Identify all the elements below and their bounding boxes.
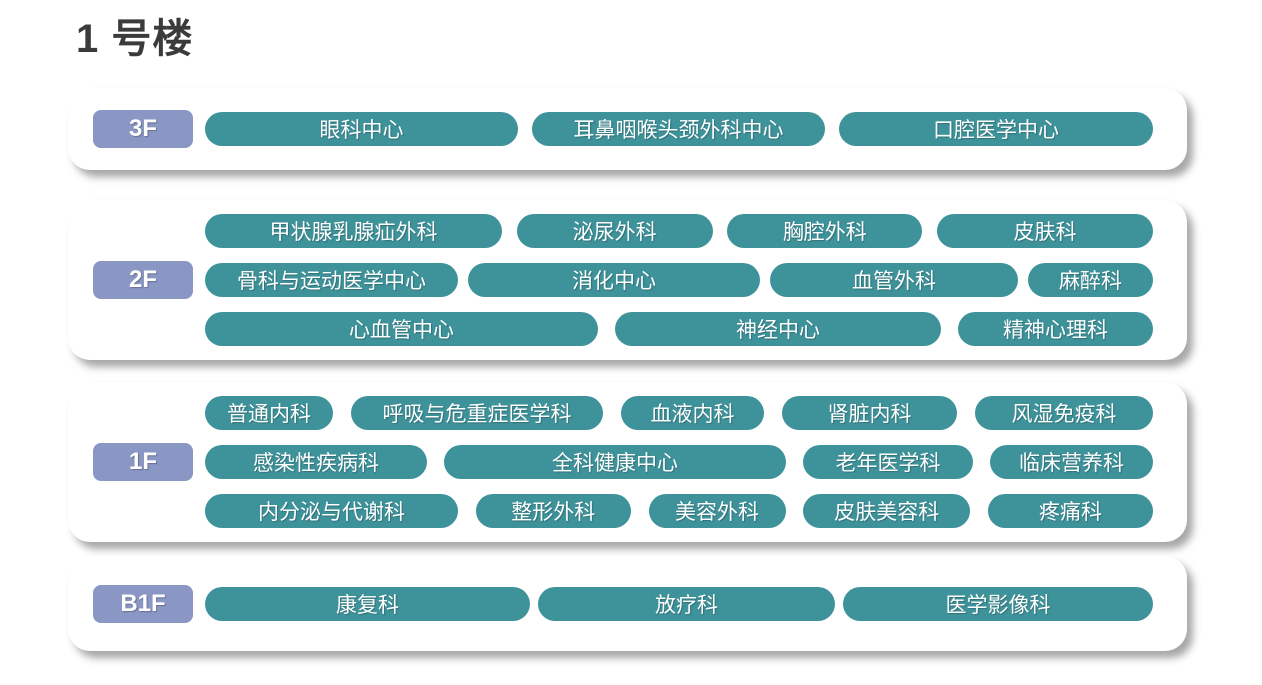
dept-pill[interactable]: 普通内科: [205, 396, 333, 430]
dept-row: 康复科 放疗科 医学影像科: [205, 586, 1153, 621]
dept-pill[interactable]: 美容外科: [648, 494, 786, 528]
dept-pill[interactable]: 感染性疾病科: [205, 445, 427, 479]
dept-rows-b1f: 康复科 放疗科 医学影像科: [205, 586, 1153, 621]
floor-badge-b1f: B1F: [93, 584, 193, 623]
dept-pill[interactable]: 血液内科: [621, 396, 764, 430]
dept-pill[interactable]: 麻醉科: [1028, 263, 1153, 297]
dept-row: 甲状腺乳腺疝外科 泌尿外科 胸腔外科 皮肤科: [205, 214, 1153, 248]
dept-pill[interactable]: 耳鼻咽喉头颈外科中心: [532, 112, 825, 146]
dept-pill[interactable]: 内分泌与代谢科: [205, 494, 458, 528]
dept-pill[interactable]: 胸腔外科: [727, 214, 923, 248]
floor-badge-1f: 1F: [93, 443, 193, 481]
dept-rows-3f: 眼科中心 耳鼻咽喉头颈外科中心 口腔医学中心: [205, 112, 1153, 146]
dept-pill[interactable]: 消化中心: [468, 263, 760, 297]
dept-pill[interactable]: 甲状腺乳腺疝外科: [205, 214, 502, 248]
dept-pill[interactable]: 呼吸与危重症医学科: [351, 396, 603, 430]
dept-pill[interactable]: 全科健康中心: [444, 445, 786, 479]
dept-row: 内分泌与代谢科 整形外科 美容外科 皮肤美容科 疼痛科: [205, 494, 1153, 528]
dept-pill[interactable]: 血管外科: [770, 263, 1018, 297]
floor-section-1f: 1F 普通内科 呼吸与危重症医学科 血液内科 肾脏内科 风湿免疫科 感染性疾病科…: [68, 382, 1187, 542]
dept-row: 眼科中心 耳鼻咽喉头颈外科中心 口腔医学中心: [205, 112, 1153, 146]
dept-pill[interactable]: 医学影像科: [843, 586, 1153, 621]
dept-pill[interactable]: 骨科与运动医学中心: [205, 263, 458, 297]
page-title: 1 号楼: [76, 17, 194, 61]
dept-pill[interactable]: 皮肤美容科: [803, 494, 971, 528]
dept-pill[interactable]: 心血管中心: [205, 312, 598, 346]
dept-row: 感染性疾病科 全科健康中心 老年医学科 临床营养科: [205, 445, 1153, 479]
dept-rows-1f: 普通内科 呼吸与危重症医学科 血液内科 肾脏内科 风湿免疫科 感染性疾病科 全科…: [205, 396, 1153, 528]
dept-pill[interactable]: 神经中心: [615, 312, 941, 346]
dept-pill[interactable]: 放疗科: [538, 586, 835, 621]
floor-section-2f: 2F 甲状腺乳腺疝外科 泌尿外科 胸腔外科 皮肤科 骨科与运动医学中心 消化中心…: [68, 200, 1187, 360]
dept-pill[interactable]: 康复科: [205, 586, 530, 621]
dept-pill[interactable]: 整形外科: [475, 494, 631, 528]
floor-badge-2f: 2F: [93, 261, 193, 299]
dept-rows-2f: 甲状腺乳腺疝外科 泌尿外科 胸腔外科 皮肤科 骨科与运动医学中心 消化中心 血管…: [205, 214, 1153, 346]
dept-pill[interactable]: 风湿免疫科: [975, 396, 1153, 430]
dept-row: 心血管中心 神经中心 精神心理科: [205, 312, 1153, 346]
dept-pill[interactable]: 老年医学科: [803, 445, 973, 479]
dept-row: 普通内科 呼吸与危重症医学科 血液内科 肾脏内科 风湿免疫科: [205, 396, 1153, 430]
floor-badge-3f: 3F: [93, 110, 193, 148]
dept-pill[interactable]: 皮肤科: [936, 214, 1153, 248]
dept-row: 骨科与运动医学中心 消化中心 血管外科 麻醉科: [205, 263, 1153, 297]
dept-pill[interactable]: 口腔医学中心: [839, 112, 1153, 146]
floor-section-3f: 3F 眼科中心 耳鼻咽喉头颈外科中心 口腔医学中心: [68, 88, 1187, 170]
dept-pill[interactable]: 疼痛科: [988, 494, 1153, 528]
dept-pill[interactable]: 泌尿外科: [516, 214, 713, 248]
dept-pill[interactable]: 临床营养科: [990, 445, 1153, 479]
dept-pill[interactable]: 肾脏内科: [782, 396, 957, 430]
dept-pill[interactable]: 精神心理科: [958, 312, 1153, 346]
floor-section-b1f: B1F 康复科 放疗科 医学影像科: [68, 556, 1187, 651]
dept-pill[interactable]: 眼科中心: [205, 112, 518, 146]
